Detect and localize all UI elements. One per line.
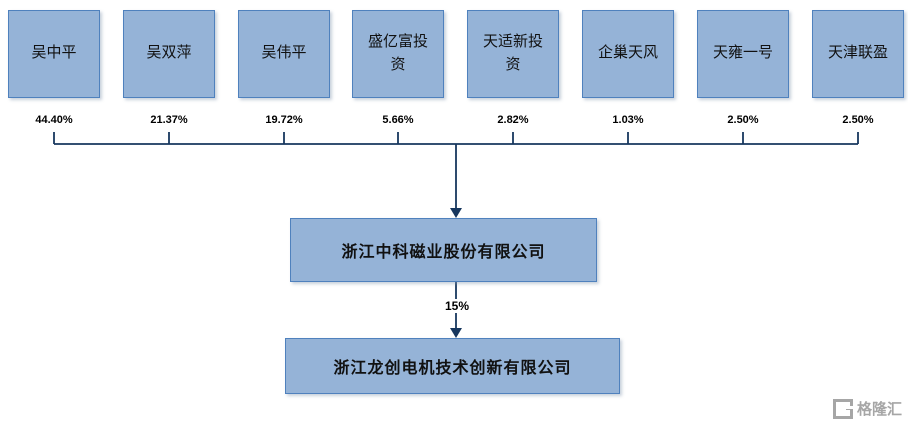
parent-company-name: 浙江中科磁业股份有限公司 xyxy=(341,244,546,261)
gelonghui-logo-text: 格隆汇 xyxy=(856,401,902,418)
shareholder-name: 天适新投资 xyxy=(482,33,543,73)
shareholder-percent: 1.03% xyxy=(612,114,644,126)
shareholder-box: 盛亿富投资 xyxy=(352,10,444,98)
shareholder-percent: 2.50% xyxy=(842,114,874,126)
shareholder-box: 企巢天风 xyxy=(582,10,674,98)
gelonghui-logo-icon xyxy=(832,398,853,419)
shareholder-box: 天雍一号 xyxy=(697,10,789,98)
shareholder-box: 吴中平 xyxy=(8,10,100,98)
subsidiary-company-name: 浙江龙创电机技术创新有限公司 xyxy=(333,360,572,377)
shareholder-name: 天雍一号 xyxy=(712,45,773,62)
shareholder-name: 盛亿富投资 xyxy=(367,33,428,73)
gelonghui-logo: 格隆汇 xyxy=(832,398,902,419)
shareholder-percent: 21.37% xyxy=(150,114,188,126)
shareholder-name: 吴中平 xyxy=(31,45,77,62)
shareholder-percent: 5.66% xyxy=(382,114,414,126)
shareholder-box: 吴伟平 xyxy=(238,10,330,98)
shareholder-name: 吴双萍 xyxy=(146,45,192,62)
shareholder-percent: 44.40% xyxy=(35,114,73,126)
shareholder-box: 天津联盈 xyxy=(812,10,904,98)
shareholder-box: 天适新投资 xyxy=(467,10,559,98)
shareholder-name: 吴伟平 xyxy=(261,45,307,62)
shareholder-percent: 2.50% xyxy=(727,114,759,126)
shareholder-percent: 2.82% xyxy=(497,114,529,126)
parent-company-box: 浙江中科磁业股份有限公司 xyxy=(290,218,597,282)
shareholder-name: 企巢天风 xyxy=(597,45,658,62)
subsidiary-company-box: 浙江龙创电机技术创新有限公司 xyxy=(285,338,620,394)
ownership-percent-label: 15% xyxy=(426,299,488,313)
shareholder-name: 天津联盈 xyxy=(827,45,888,62)
shareholder-percent: 19.72% xyxy=(265,114,303,126)
shareholder-box: 吴双萍 xyxy=(123,10,215,98)
